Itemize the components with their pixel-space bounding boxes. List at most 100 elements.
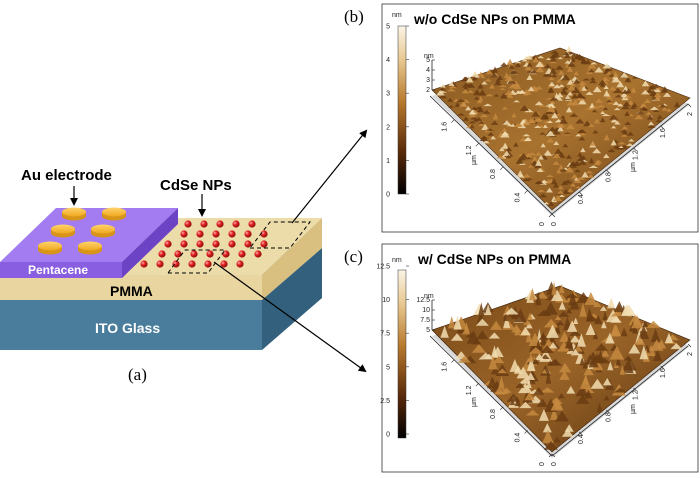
cdse-nanoparticle xyxy=(260,240,268,248)
surface-peak xyxy=(549,50,560,54)
surface-peak xyxy=(621,133,628,137)
surface-peak xyxy=(578,136,586,141)
x-tick-label: 0.4 xyxy=(578,434,585,444)
z-tick-label: 5 xyxy=(426,57,430,64)
surface-peak xyxy=(591,359,604,371)
surface-peak xyxy=(462,116,470,121)
surface-peak xyxy=(521,178,531,182)
surface-peak xyxy=(508,84,517,89)
surface-peak xyxy=(440,83,446,88)
x-tick-mark xyxy=(687,103,692,108)
surface-peak xyxy=(592,148,602,154)
surface-peak xyxy=(538,193,548,198)
surface-peak xyxy=(618,145,624,148)
surface-peak xyxy=(634,336,646,345)
afm-b-y-unit: µm xyxy=(471,155,478,165)
surface-peak xyxy=(575,133,582,137)
surface-peak xyxy=(655,118,663,123)
surface-peak xyxy=(484,78,492,82)
surface-peak xyxy=(588,157,595,164)
surface-peak xyxy=(607,297,616,309)
surface-peak xyxy=(591,106,600,109)
surface-peak xyxy=(608,73,615,77)
surface-peak xyxy=(471,344,487,353)
scale-tick-label: 0 xyxy=(386,432,390,439)
y-tick-mark xyxy=(499,406,504,411)
surface-peak xyxy=(574,186,582,189)
surface-peak xyxy=(550,406,559,420)
surface-peak xyxy=(541,354,550,360)
surface-peak xyxy=(571,93,579,99)
surface-peak xyxy=(559,331,570,342)
surface-peak xyxy=(447,97,454,102)
surface-peak xyxy=(564,166,575,173)
surface-peak xyxy=(578,80,587,85)
surface-peak xyxy=(530,54,540,60)
surface-peak xyxy=(549,54,558,59)
surface-peak xyxy=(653,349,663,362)
surface-peak xyxy=(620,304,633,317)
surface-peak xyxy=(573,71,579,76)
surface-peak xyxy=(589,102,596,109)
scale-tick-label: 5 xyxy=(386,24,390,31)
surface-peak xyxy=(566,307,573,314)
surface-peak xyxy=(564,293,579,299)
surface-peak xyxy=(654,95,661,101)
z-tick-label: 2 xyxy=(426,87,430,94)
surface-peak xyxy=(541,368,548,374)
surface-peak xyxy=(547,360,554,366)
surface-peak xyxy=(544,109,554,115)
afm-c-x-ticks: 00.40.81.21.62 xyxy=(551,343,694,466)
surface-peak xyxy=(573,53,581,60)
surface-peak xyxy=(527,353,535,362)
x-tick-mark xyxy=(687,343,692,348)
surface-peak xyxy=(558,194,565,197)
surface-peak xyxy=(490,135,497,140)
surface-peak xyxy=(577,152,583,157)
surface-peak xyxy=(558,284,565,294)
afm-c-z-unit: nm xyxy=(424,293,434,300)
surface-peak xyxy=(588,356,599,368)
surface-peak xyxy=(524,391,535,401)
pmma-layer-front xyxy=(0,275,262,300)
surface-peak xyxy=(465,332,476,338)
au-electrode xyxy=(102,207,126,221)
surface-peak xyxy=(559,370,570,380)
surface-peak xyxy=(605,332,615,344)
cdse-nanoparticle xyxy=(232,220,240,228)
y-tick-mark xyxy=(548,213,553,218)
surface-peak xyxy=(558,164,564,170)
surface-peak xyxy=(652,109,660,113)
surface-peak xyxy=(620,327,628,337)
surface-peak xyxy=(594,314,603,325)
surface-peak xyxy=(535,61,545,68)
surface-peak xyxy=(569,329,581,336)
surface-peak xyxy=(513,142,519,147)
surface-peak xyxy=(469,124,475,129)
afm-c-y-unit: µm xyxy=(471,397,478,407)
surface-peak xyxy=(629,106,637,110)
surface-peak xyxy=(517,170,524,177)
surface-peak xyxy=(535,291,542,306)
surface-peak xyxy=(575,118,585,124)
surface-peak xyxy=(592,86,602,93)
surface-peak xyxy=(461,327,471,335)
surface-peak xyxy=(509,70,517,75)
surface-peak xyxy=(533,387,545,395)
surface-peak xyxy=(610,311,623,317)
surface-peak xyxy=(579,302,587,317)
surface-peak xyxy=(533,125,542,129)
surface-peak xyxy=(613,107,621,111)
surface-peak xyxy=(649,106,659,111)
cdse-nanoparticle xyxy=(238,250,246,258)
surface-peak xyxy=(565,154,573,159)
y-tick-label: 0 xyxy=(539,462,546,466)
surface-peak xyxy=(542,429,554,444)
surface-peak xyxy=(535,65,545,73)
surface-peak xyxy=(548,336,556,342)
surface-peak xyxy=(536,398,549,407)
surface-peak xyxy=(490,120,499,125)
